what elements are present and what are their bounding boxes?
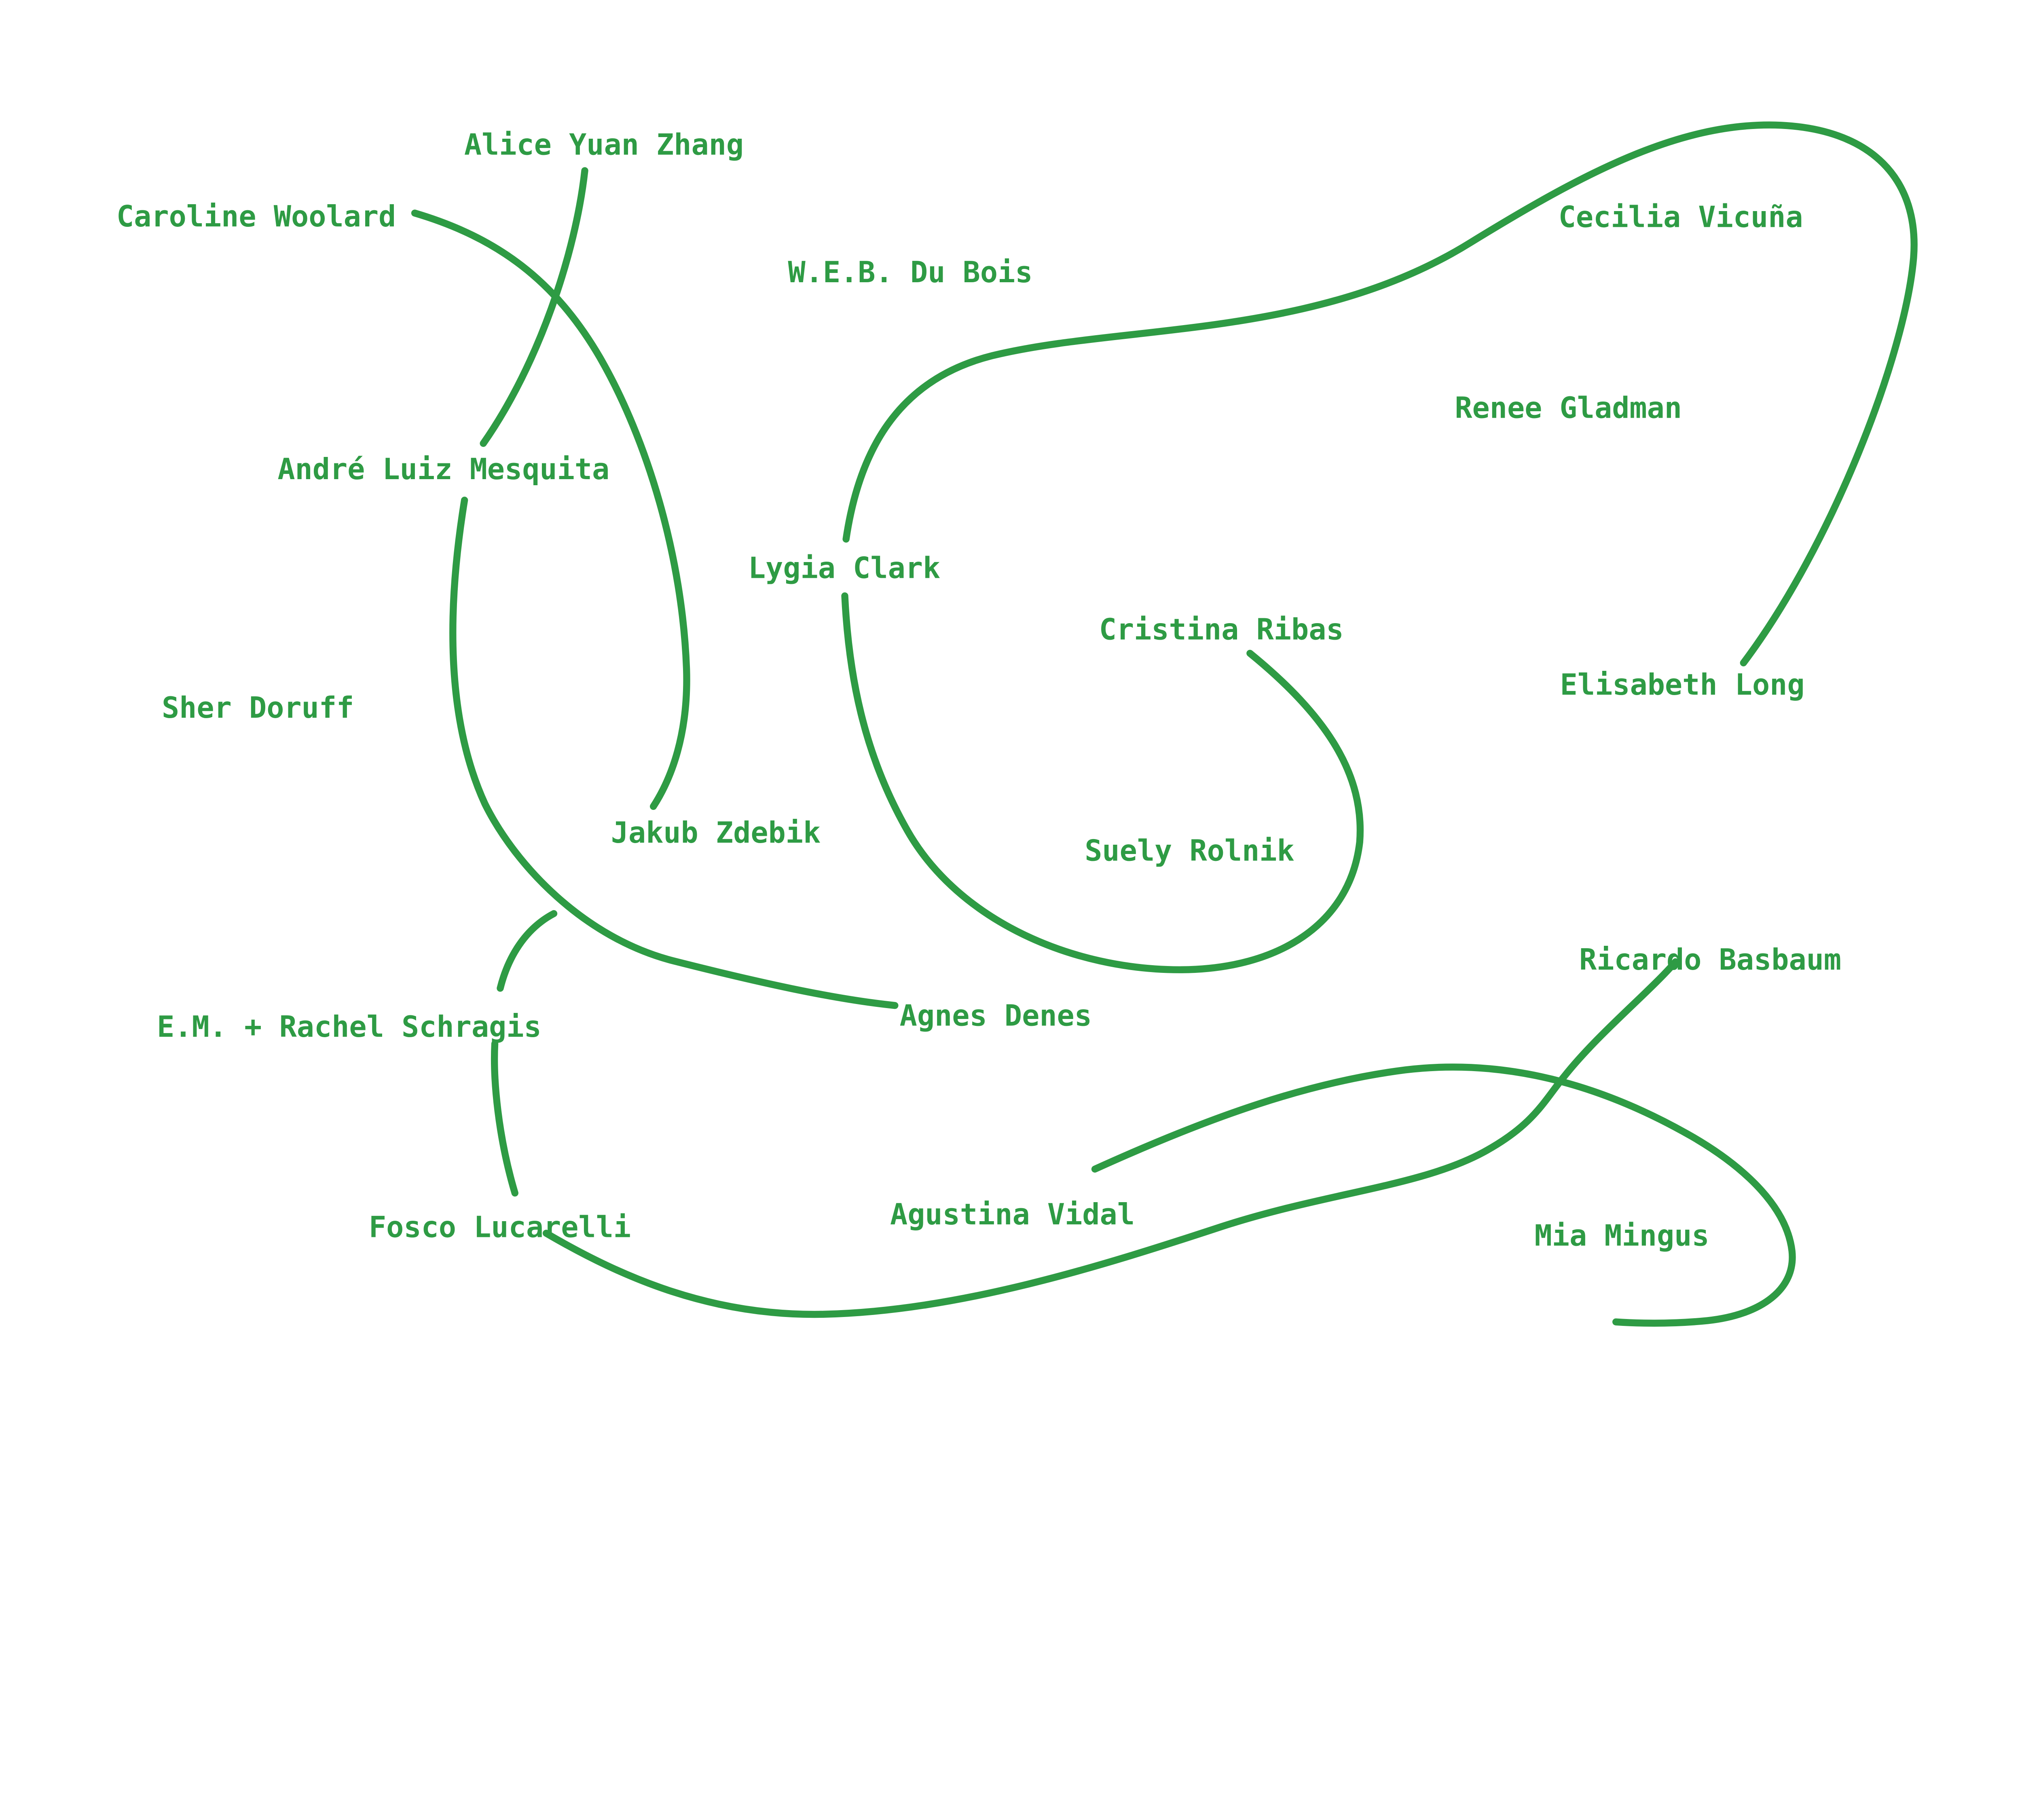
node-label-fosco-lucarelli: Fosco Lucarelli [369, 1210, 631, 1244]
node-label-web-du-bois: W.E.B. Du Bois [788, 255, 1033, 289]
node-label-renee-gladman: Renee Gladman [1455, 391, 1682, 425]
node-label-ricardo-basbaum: Ricardo Basbaum [1579, 943, 1841, 977]
relationship-map-svg: Alice Yuan Zhang Caroline Woolard W.E.B.… [116, 121, 1918, 1327]
node-label-em-rachel-schragis: E.M. + Rachel Schragis [157, 1010, 541, 1044]
edge-caroline-jakub [411, 209, 690, 810]
edge-alice-andre [480, 167, 588, 447]
edge-fosco-ricardo [542, 958, 1679, 1318]
node-label-jakub-zdebik: Jakub Zdebik [611, 816, 821, 850]
edge-schragis-fosco [491, 1040, 518, 1197]
node-label-andre-luiz-mesquita: André Luiz Mesquita [277, 452, 609, 486]
node-label-mia-mingus: Mia Mingus [1535, 1219, 1709, 1253]
node-label-lygia-clark: Lygia Clark [748, 551, 940, 585]
node-label-sher-doruff: Sher Doruff [162, 691, 354, 725]
node-label-caroline-woolard: Caroline Woolard [116, 199, 396, 233]
node-label-agnes-denes: Agnes Denes [900, 998, 1092, 1032]
edge-lygia-elisabeth [842, 121, 1918, 666]
node-label-alice-yuan-zhang: Alice Yuan Zhang [464, 128, 744, 162]
node-label-elisabeth-long: Elisabeth Long [1560, 668, 1805, 702]
node-label-cecilia-vicuna: Cecilia Vicuña [1559, 200, 1803, 234]
edge-andre-agnes [449, 497, 899, 1009]
relationship-map: Alice Yuan Zhang Caroline Woolard W.E.B.… [116, 121, 1918, 1327]
edge-agustina-mia [1091, 1063, 1796, 1327]
node-label-cristina-ribas: Cristina Ribas [1099, 613, 1344, 647]
edge-schragis-hook [497, 910, 558, 992]
node-label-suely-rolnik: Suely Rolnik [1085, 833, 1294, 867]
edge-lygia-cristina [841, 592, 1364, 973]
node-label-agustina-vidal: Agustina Vidal [890, 1197, 1135, 1231]
